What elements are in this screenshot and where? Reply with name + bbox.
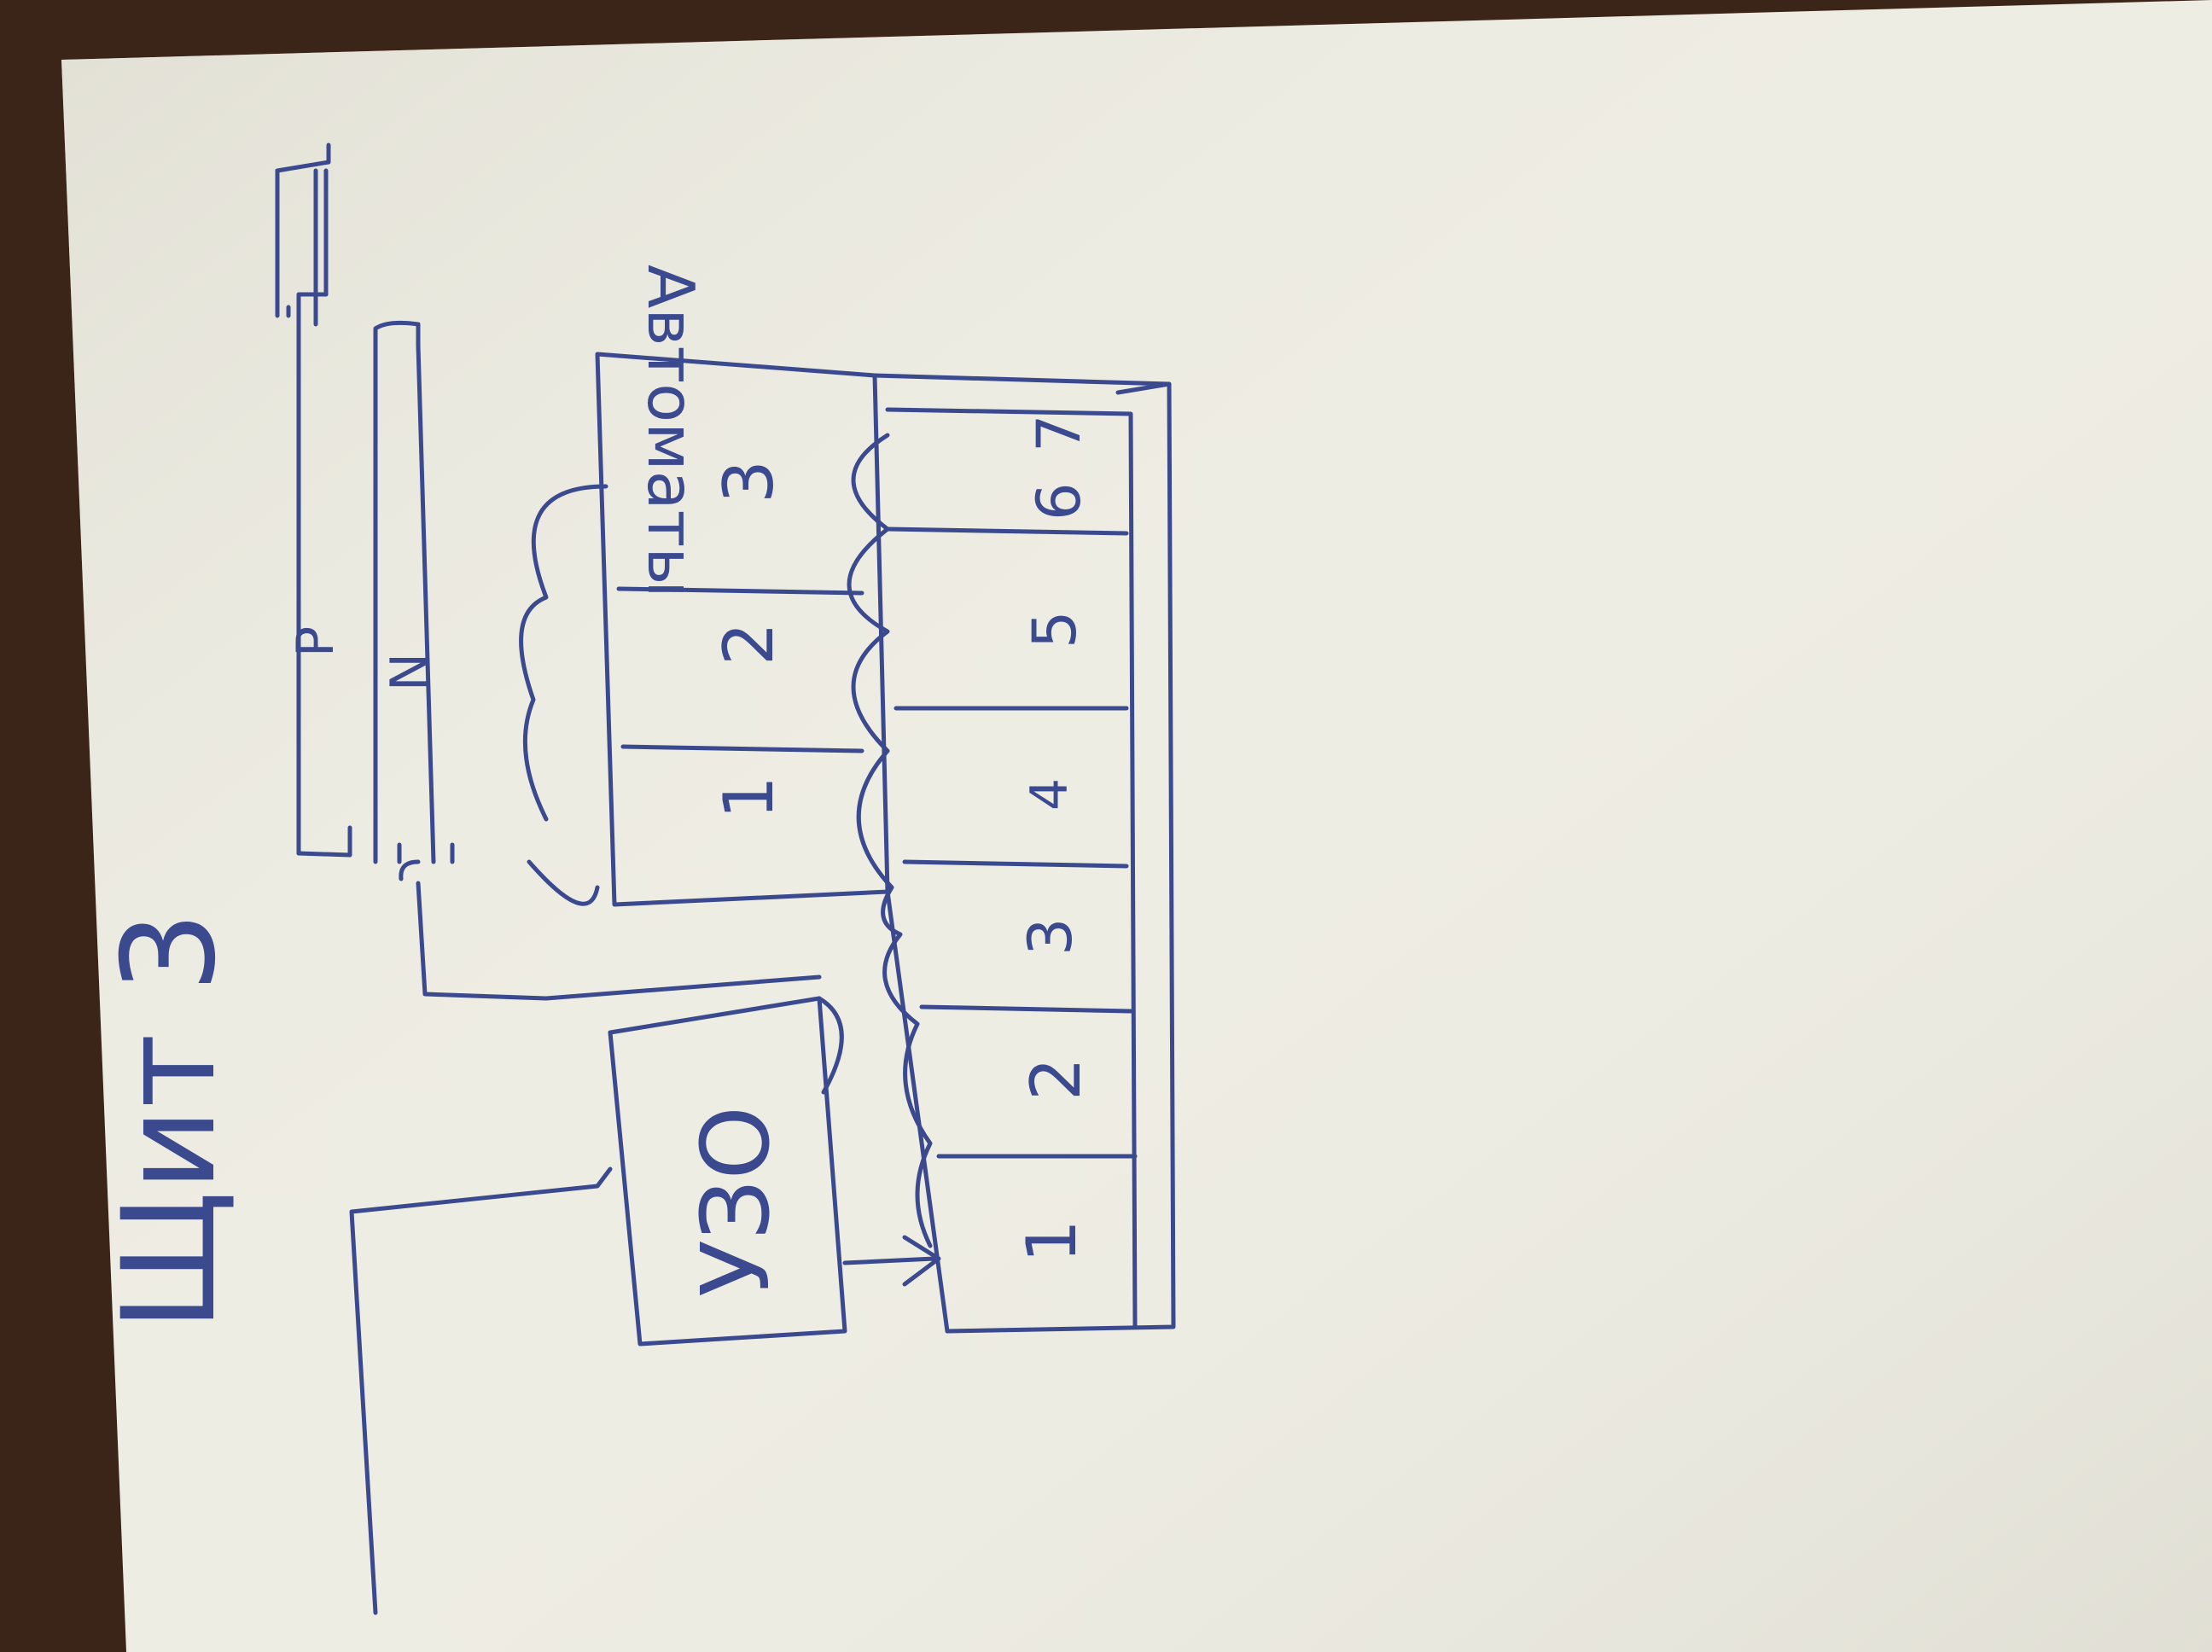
incoming-feed-wire <box>349 1166 613 1615</box>
sheet-title: Щит 3 <box>96 911 244 1331</box>
neutral-to-rcd-wire <box>416 881 822 1001</box>
rcd-device: УЗО <box>608 996 847 1347</box>
lower-breaker-1: 1 <box>1012 1219 1091 1263</box>
lower-breaker-group <box>847 373 1176 1334</box>
phase-bus-label: P <box>286 626 346 657</box>
rcd-loop-wire <box>817 996 844 1095</box>
lower-breaker-5: 5 <box>1020 610 1090 649</box>
upper-breaker-3: 3 <box>709 460 789 503</box>
neutral-bus: N <box>373 320 455 881</box>
breakers-header-tick <box>1115 381 1172 395</box>
phase-bus: P <box>275 143 352 858</box>
lower-breaker-4: 4 <box>1020 778 1080 811</box>
breakers-header: Автоматы <box>633 265 708 598</box>
lower-breaker-6: 6 <box>1024 482 1094 521</box>
upper-breaker-1: 1 <box>709 776 789 819</box>
upper-breaker-2: 2 <box>709 622 789 666</box>
rcd-label: УЗО <box>681 1106 790 1297</box>
lower-breaker-3: 3 <box>1016 917 1086 956</box>
paper-shading <box>61 0 2212 1652</box>
neutral-bus-label: N <box>380 653 439 691</box>
lower-breaker-2: 2 <box>1016 1057 1096 1101</box>
lower-breaker-7: 7 <box>1024 414 1094 452</box>
